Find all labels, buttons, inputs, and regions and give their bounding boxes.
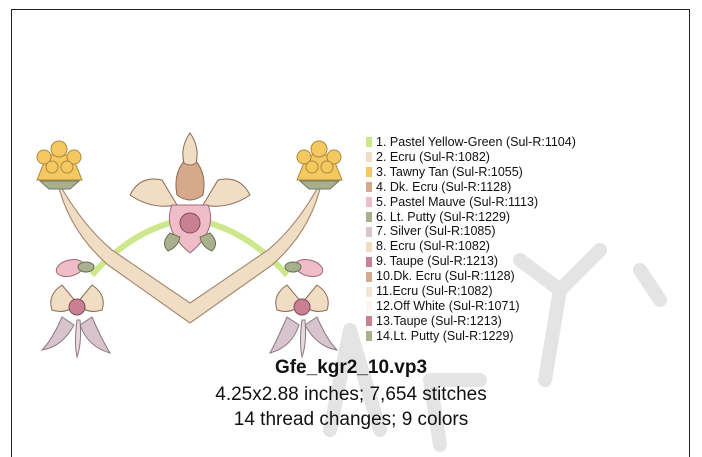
thread-color-swatch	[366, 241, 372, 252]
thread-list-item: 5. Pastel Mauve (Sul-R:1113)	[366, 195, 666, 210]
embroidery-design-preview	[36, 132, 343, 359]
thread-list-item: 7. Silver (Sul-R:1085)	[366, 224, 666, 239]
thread-color-swatch	[366, 301, 372, 312]
thread-label: 1. Pastel Yellow-Green (Sul-R:1104)	[376, 135, 576, 149]
thread-list-item: 8. Ecru (Sul-R:1082)	[366, 239, 666, 254]
thread-color-swatch	[366, 226, 372, 237]
design-file-name: Gfe_kgr2_10.vp3	[274, 357, 428, 378]
thread-label: 2. Ecru (Sul-R:1082)	[376, 149, 490, 164]
thread-label: 13.Taupe (Sul-R:1213)	[376, 313, 502, 328]
thread-label: 5. Pastel Mauve (Sul-R:1113)	[376, 194, 539, 209]
thread-color-swatch	[366, 256, 372, 267]
thread-list-item: 3. Tawny Tan (Sul-R:1055)	[366, 165, 666, 180]
thread-list-item: 4. Dk. Ecru (Sul-R:1128)	[366, 180, 666, 195]
thread-label: 11.Ecru (Sul-R:1082)	[376, 284, 493, 299]
thread-list-item: 13.Taupe (Sul-R:1213)	[366, 314, 666, 329]
design-size-stitches: 4.25x2.88 inches; 7,654 stitches	[215, 384, 487, 405]
thread-color-swatch	[366, 271, 372, 282]
thread-label: 9. Taupe (Sul-R:1213)	[376, 254, 499, 269]
thread-color-swatch	[366, 197, 372, 208]
left-bud	[55, 258, 95, 278]
thread-label: 4. Dk. Ecru (Sul-R:1128)	[376, 179, 512, 194]
thread-list-item: 12.Off White (Sul-R:1071)	[366, 299, 666, 314]
thread-list-item: 10.Dk. Ecru (Sul-R:1128)	[366, 269, 666, 284]
thread-list-item: 9. Taupe (Sul-R:1213)	[366, 254, 666, 269]
thread-color-swatch	[366, 211, 372, 222]
thread-color-list: 1. Pastel Yellow-Green (Sul-R:1104)2. Ec…	[366, 135, 666, 344]
thread-color-swatch	[366, 152, 372, 163]
right-bud	[284, 258, 324, 278]
thread-label: 3. Tawny Tan (Sul-R:1055)	[376, 164, 523, 179]
thread-list-item: 14.Lt. Putty (Sul-R:1229)	[366, 329, 666, 344]
thread-list-item: 6. Lt. Putty (Sul-R:1229)	[366, 210, 666, 225]
center-flower	[129, 132, 251, 254]
thread-label: 12.Off White (Sul-R:1071)	[376, 298, 520, 313]
top-right-flower	[296, 140, 343, 190]
thread-list-item: 1. Pastel Yellow-Green (Sul-R:1104)	[366, 135, 666, 150]
thread-list-item: 11.Ecru (Sul-R:1082)	[366, 284, 666, 299]
thread-color-swatch	[366, 182, 372, 193]
lower-right-flower	[269, 284, 339, 359]
thread-label: 10.Dk. Ecru (Sul-R:1128)	[376, 269, 515, 284]
thread-label: 6. Lt. Putty (Sul-R:1229)	[376, 209, 511, 224]
thread-label: 7. Silver (Sul-R:1085)	[376, 224, 496, 239]
thread-label: 14.Lt. Putty (Sul-R:1229)	[376, 328, 514, 343]
thread-color-swatch	[366, 316, 372, 327]
top-left-flower	[36, 140, 83, 190]
thread-color-swatch	[366, 137, 372, 148]
thread-color-swatch	[366, 167, 372, 178]
thread-label: 8. Ecru (Sul-R:1082)	[376, 239, 490, 254]
lower-left-flower	[40, 284, 112, 359]
thread-list-item: 2. Ecru (Sul-R:1082)	[366, 150, 666, 165]
thread-color-swatch	[366, 286, 372, 297]
design-thread-changes: 14 thread changes; 9 colors	[233, 409, 469, 430]
thread-color-swatch	[366, 331, 372, 342]
